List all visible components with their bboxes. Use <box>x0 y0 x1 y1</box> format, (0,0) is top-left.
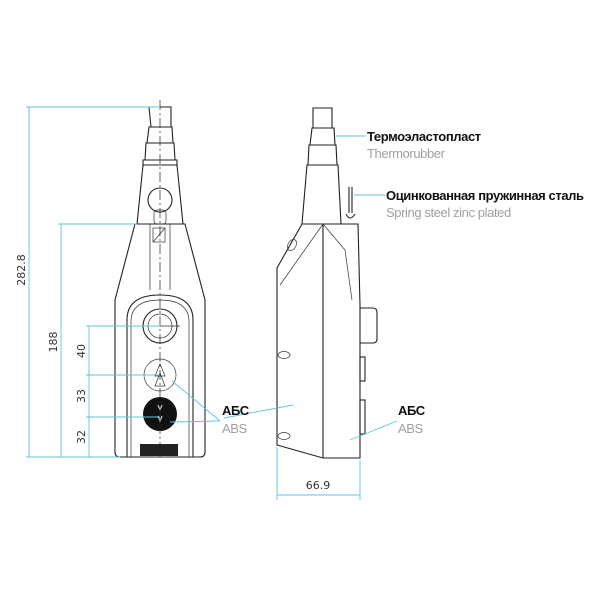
dim-depth: 66.9 <box>306 479 331 492</box>
logo-mark <box>152 227 166 243</box>
dim-total-height: 282.8 <box>15 254 28 286</box>
dim-pitch-2: 33 <box>75 389 88 403</box>
label-side-body-ru: АБС <box>398 403 426 418</box>
label-gland-ru: Термоэластопласт <box>367 129 481 144</box>
label-gland-en: Thermorubber <box>367 146 446 161</box>
label-plate <box>140 444 178 456</box>
front-dimensions: 282.8 188 40 33 32 <box>15 106 160 458</box>
side-view <box>276 107 378 459</box>
dim-pitch-3: 32 <box>75 430 88 444</box>
side-emergency-stop <box>360 307 378 344</box>
label-clip-en: Spring steel zinc plated <box>386 205 511 220</box>
label-front-body-en: ABS <box>222 421 248 436</box>
dim-body-height: 188 <box>47 332 60 353</box>
spring-clip <box>345 187 356 219</box>
side-button-1 <box>359 356 366 382</box>
label-clip-ru: Оцинкованная пружинная сталь <box>386 188 584 203</box>
side-dimensions: 66.9 <box>276 447 361 500</box>
label-front-body-ru: АБС <box>222 403 250 418</box>
front-body <box>114 223 206 458</box>
label-side-body-en: ABS <box>398 421 424 436</box>
front-view <box>114 100 206 460</box>
leader-lines <box>169 135 398 441</box>
dim-pitch-1: 40 <box>75 344 88 358</box>
side-body <box>276 223 361 459</box>
side-cable-gland <box>301 107 342 225</box>
side-button-2 <box>359 399 366 435</box>
